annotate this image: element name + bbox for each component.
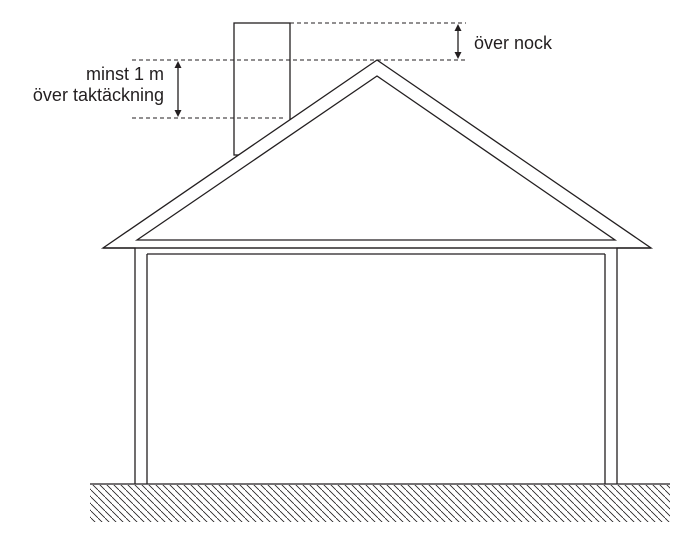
- over-nock-label: över nock: [474, 33, 553, 53]
- roof-outer: [100, 59, 654, 249]
- arrowhead-up-icon: [174, 61, 182, 68]
- roof-inner: [134, 75, 618, 241]
- left-wall-outer: [103, 247, 136, 484]
- ground-hatching: [90, 485, 670, 522]
- minst-1m-label: minst 1 m över taktäckning: [0, 64, 164, 106]
- right-wall-outer: [616, 247, 651, 484]
- over-taktackning-line: över taktäckning: [32, 85, 164, 105]
- arrowhead-up-icon: [454, 24, 462, 31]
- minst-1m-line: minst 1 m: [85, 64, 164, 84]
- arrowhead-down-icon: [454, 52, 462, 59]
- arrowhead-down-icon: [174, 110, 182, 117]
